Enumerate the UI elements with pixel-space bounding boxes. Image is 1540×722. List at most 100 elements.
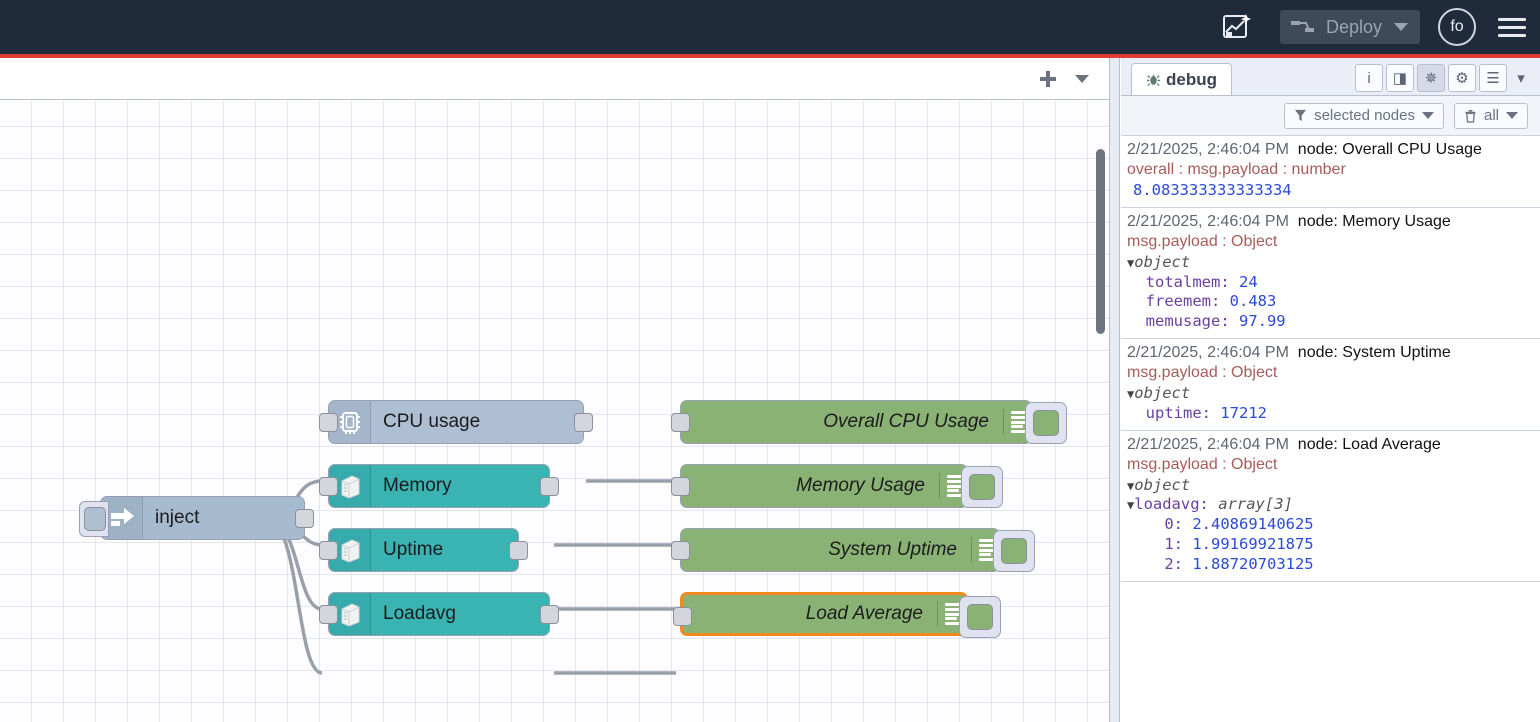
- debug-message-list[interactable]: 2/21/2025, 2:46:04 PM node: Overall CPU …: [1121, 136, 1540, 722]
- hamburger-menu-icon[interactable]: [1498, 13, 1526, 42]
- node-label: System Uptime: [681, 539, 971, 561]
- deploy-button[interactable]: Deploy: [1280, 10, 1420, 44]
- add-flow-button[interactable]: [1031, 64, 1065, 94]
- flow-canvas-pane: inject CPU usageMemoryUptimeLoadavg Overal…: [0, 58, 1110, 722]
- chevron-down-icon: [1422, 112, 1434, 119]
- node-input-port[interactable]: [671, 541, 690, 560]
- deploy-label: Deploy: [1316, 17, 1394, 38]
- debug-object-row: 1: 1.99169921875: [1127, 535, 1534, 555]
- debug-source-node: node: Load Average: [1298, 436, 1441, 453]
- info-icon[interactable]: i: [1355, 64, 1383, 92]
- app-header: Deploy fo: [0, 0, 1540, 54]
- node-dbg-mem[interactable]: Memory Usage: [680, 464, 968, 508]
- debug-object-root[interactable]: ▼object: [1127, 476, 1534, 496]
- node-inject[interactable]: inject: [100, 496, 305, 540]
- plus-icon: [1039, 70, 1057, 88]
- node-label: CPU usage: [371, 411, 492, 433]
- node-label: Load Average: [683, 603, 937, 625]
- node-output-port[interactable]: [509, 541, 528, 560]
- collapse-triangle-icon[interactable]: ▼: [1127, 498, 1134, 512]
- debug-enable-toggle[interactable]: [961, 466, 1003, 508]
- flow-tab-bar: [0, 58, 1109, 100]
- node-cpu[interactable]: CPU usage: [328, 400, 584, 444]
- funnel-icon: [1294, 109, 1307, 122]
- node-input-port[interactable]: [671, 477, 690, 496]
- debug-object-row: 2: 1.88720703125: [1127, 555, 1534, 575]
- node-uptime[interactable]: Uptime: [328, 528, 519, 572]
- debug-object-root[interactable]: ▼object: [1127, 384, 1534, 404]
- debug-topic: msg.payload : Object: [1127, 232, 1534, 252]
- debug-message[interactable]: 2/21/2025, 2:46:04 PM node: Memory Usage…: [1121, 208, 1540, 339]
- debug-object-row: totalmem: 24: [1127, 273, 1534, 293]
- chevron-down-icon: [1506, 112, 1518, 119]
- node-memory[interactable]: Memory: [328, 464, 550, 508]
- debug-object-row: uptime: 17212: [1127, 404, 1534, 424]
- debug-array-header[interactable]: ▼loadavg: array[3]: [1127, 495, 1534, 515]
- deploy-icon: [1290, 17, 1316, 37]
- node-dbg-load[interactable]: Load Average: [680, 592, 968, 636]
- deploy-dropdown-caret[interactable]: [1394, 23, 1408, 31]
- node-output-port[interactable]: [574, 413, 593, 432]
- debug-source-node: node: Memory Usage: [1298, 213, 1451, 230]
- debug-topic: overall : msg.payload : number: [1127, 160, 1534, 180]
- help-book-icon[interactable]: ◨: [1386, 64, 1414, 92]
- debug-object-row: memusage: 97.99: [1127, 312, 1534, 332]
- inject-trigger-button[interactable]: [79, 501, 109, 537]
- debug-enable-toggle[interactable]: [959, 596, 1001, 638]
- tab-debug[interactable]: debug: [1131, 63, 1232, 95]
- debug-message-header: 2/21/2025, 2:46:04 PM node: System Uptim…: [1127, 343, 1534, 363]
- tab-debug-label: debug: [1166, 70, 1217, 90]
- sidebar-tab-row: debug i◨✵⚙☰▾: [1121, 58, 1540, 96]
- collapse-triangle-icon[interactable]: ▼: [1127, 479, 1134, 493]
- debug-object-row: 0: 2.40869140625: [1127, 515, 1534, 535]
- node-output-port[interactable]: [540, 477, 559, 496]
- flow-sparkle-icon[interactable]: [1216, 7, 1258, 47]
- node-dbg-cpu[interactable]: Overall CPU Usage: [680, 400, 1032, 444]
- debug-clear-button[interactable]: all: [1454, 103, 1528, 129]
- more-chevron-icon[interactable]: ▾: [1510, 64, 1532, 92]
- node-output-port[interactable]: [295, 509, 314, 528]
- debug-enable-toggle[interactable]: [1025, 402, 1067, 444]
- context-data-icon[interactable]: ☰: [1479, 64, 1507, 92]
- debug-message[interactable]: 2/21/2025, 2:46:04 PM node: Overall CPU …: [1121, 136, 1540, 208]
- chevron-down-icon: [1075, 75, 1089, 83]
- node-input-port[interactable]: [673, 607, 692, 626]
- debug-enable-toggle[interactable]: [993, 530, 1035, 572]
- node-label: Memory Usage: [681, 475, 939, 497]
- sidebar-tool-buttons: i◨✵⚙☰▾: [1355, 64, 1540, 95]
- bug-icon: [1146, 72, 1161, 87]
- debug-topic: msg.payload : Object: [1127, 455, 1534, 475]
- canvas-vertical-scrollbar[interactable]: [1096, 149, 1105, 334]
- node-input-port[interactable]: [319, 541, 338, 560]
- flow-grid[interactable]: inject CPU usageMemoryUptimeLoadavg Overal…: [0, 101, 1109, 722]
- node-input-port[interactable]: [671, 413, 690, 432]
- sidebar: debug i◨✵⚙☰▾ selected nodes all: [1121, 58, 1540, 722]
- node-output-port[interactable]: [540, 605, 559, 624]
- node-input-port[interactable]: [319, 413, 338, 432]
- debug-source-node: node: Overall CPU Usage: [1298, 141, 1482, 158]
- config-gear-icon[interactable]: ⚙: [1448, 64, 1476, 92]
- debug-bug-icon[interactable]: ✵: [1417, 64, 1445, 92]
- collapse-triangle-icon[interactable]: ▼: [1127, 256, 1134, 270]
- sidebar-resize-handle[interactable]: [1110, 58, 1120, 722]
- trash-icon: [1464, 109, 1477, 123]
- node-dbg-up[interactable]: System Uptime: [680, 528, 1000, 572]
- debug-object-root[interactable]: ▼object: [1127, 253, 1534, 273]
- flow-list-menu-button[interactable]: [1065, 64, 1099, 94]
- node-loadavg[interactable]: Loadavg: [328, 592, 550, 636]
- debug-object-row: freemem: 0.483: [1127, 292, 1534, 312]
- node-label: Memory: [371, 475, 464, 497]
- collapse-triangle-icon[interactable]: ▼: [1127, 387, 1134, 401]
- debug-source-node: node: System Uptime: [1298, 344, 1451, 361]
- debug-timestamp: 2/21/2025, 2:46:04 PM: [1127, 141, 1289, 158]
- debug-filter-button[interactable]: selected nodes: [1284, 103, 1444, 129]
- debug-clear-label: all: [1484, 107, 1499, 124]
- avatar[interactable]: fo: [1438, 8, 1476, 46]
- debug-message-header: 2/21/2025, 2:46:04 PM node: Load Average: [1127, 435, 1534, 455]
- debug-message[interactable]: 2/21/2025, 2:46:04 PM node: System Uptim…: [1121, 339, 1540, 431]
- debug-message[interactable]: 2/21/2025, 2:46:04 PM node: Load Average…: [1121, 431, 1540, 582]
- node-input-port[interactable]: [319, 477, 338, 496]
- debug-topic: msg.payload : Object: [1127, 363, 1534, 383]
- node-input-port[interactable]: [319, 605, 338, 624]
- node-label: Uptime: [371, 539, 455, 561]
